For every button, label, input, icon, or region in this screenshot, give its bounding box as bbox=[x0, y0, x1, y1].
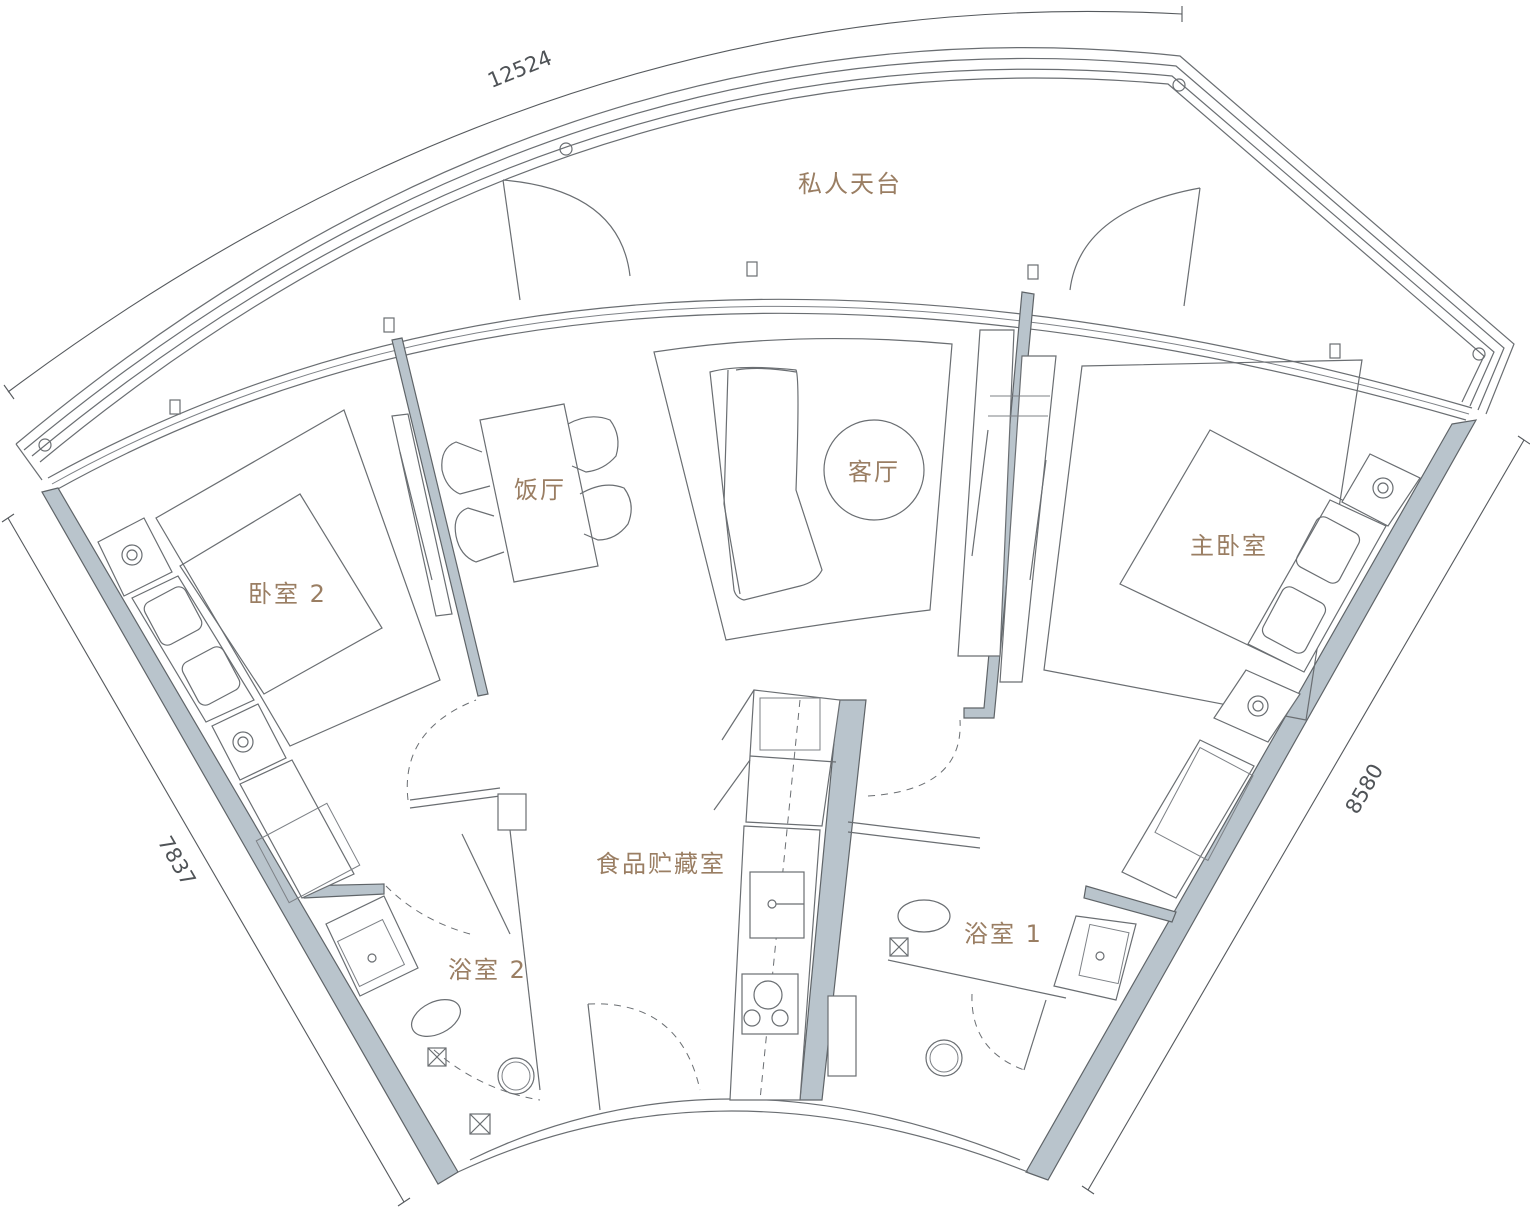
label-bathroom1: 浴室 1 bbox=[964, 920, 1043, 948]
pantry bbox=[713, 689, 841, 1101]
label-dining: 饭厅 bbox=[514, 476, 566, 504]
exterior-walls bbox=[41, 419, 1478, 1185]
label-master-bedroom: 主卧室 bbox=[1190, 532, 1268, 560]
dim-left: 7837 bbox=[153, 832, 201, 890]
bedroom2-furniture bbox=[97, 409, 441, 904]
dimension-lines bbox=[1, 6, 1530, 1207]
bathroom2 bbox=[325, 699, 701, 1135]
label-pantry: 食品贮藏室 bbox=[596, 850, 726, 878]
dim-top: 12524 bbox=[484, 46, 555, 93]
room-labels: 私人天台 饭厅 客厅 主卧室 卧室 2 食品贮藏室 浴室 1 浴室 2 bbox=[248, 170, 1268, 984]
glazing-line bbox=[47, 261, 1473, 491]
dining-furniture bbox=[441, 403, 632, 583]
label-terrace: 私人天台 bbox=[798, 170, 902, 198]
interior-walls bbox=[297, 291, 1177, 1101]
label-bathroom2: 浴室 2 bbox=[448, 956, 527, 984]
wardrobes bbox=[391, 329, 1057, 683]
label-bedroom2: 卧室 2 bbox=[248, 580, 327, 608]
dim-right: 8580 bbox=[1341, 760, 1389, 818]
master-bedroom-furniture bbox=[1043, 359, 1421, 899]
living-furniture bbox=[653, 337, 953, 641]
label-living: 客厅 bbox=[848, 458, 900, 486]
terrace-doors bbox=[502, 179, 1201, 307]
terrace-outer-frame bbox=[15, 47, 1515, 481]
bathroom1 bbox=[827, 719, 1137, 1077]
